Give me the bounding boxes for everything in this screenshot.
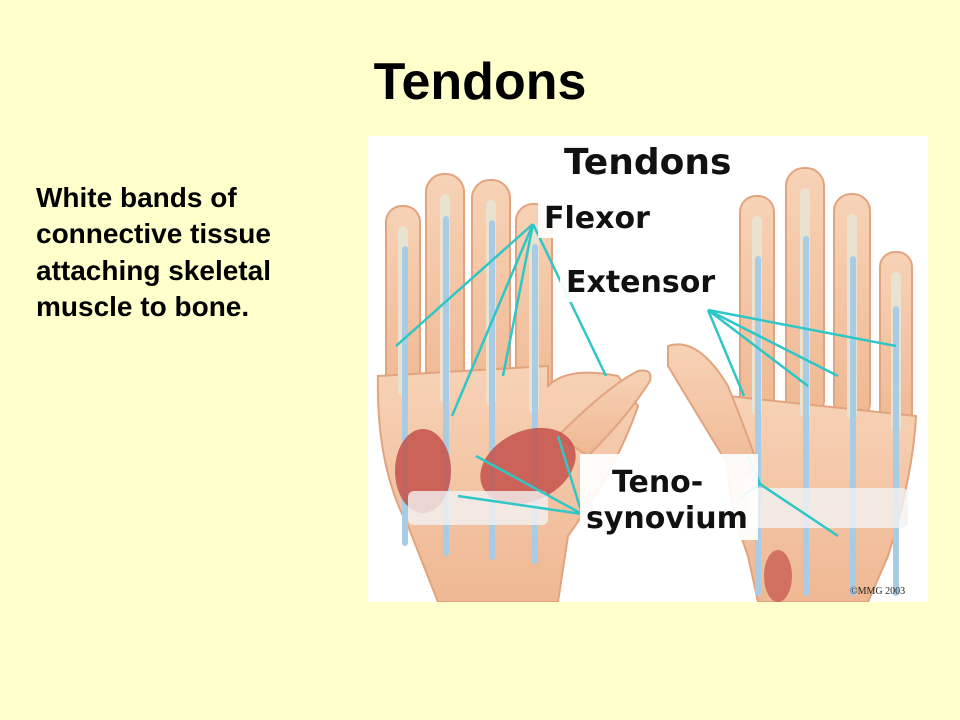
extensor-label: Extensor xyxy=(566,265,715,300)
hand-tendons-illustration: Tendons Flexor Extensor Teno- synovium ©… xyxy=(368,136,928,602)
figure-title-label: Tendons xyxy=(564,142,731,183)
tenosynovium-label-line2: synovium xyxy=(586,501,748,536)
tenosynovium-label-line1: Teno- xyxy=(612,465,703,500)
body-text: White bands of connective tissue attachi… xyxy=(36,182,271,323)
copyright-text: ©MMG 2003 xyxy=(850,586,905,597)
hand-illustration-svg: Tendons Flexor Extensor Teno- synovium ©… xyxy=(376,136,918,602)
slide-title: Tendons xyxy=(373,53,587,111)
flexor-label: Flexor xyxy=(544,201,650,236)
